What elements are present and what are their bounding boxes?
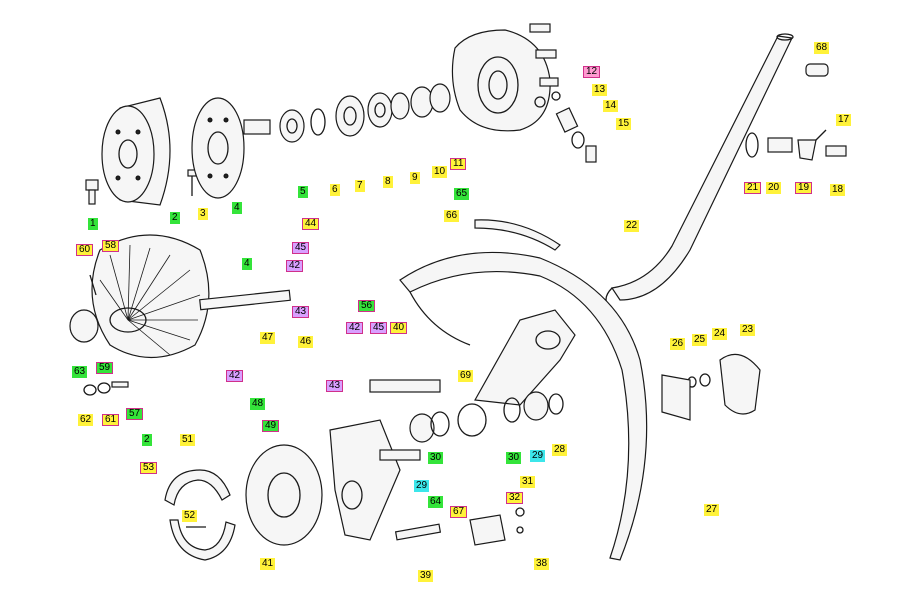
- label-9: 9: [410, 172, 420, 184]
- label-7: 7: [355, 180, 365, 192]
- label-45: 45: [292, 242, 310, 254]
- label-45b: 45: [370, 322, 388, 334]
- axle-shaft: [199, 289, 291, 311]
- label-23: 23: [740, 324, 756, 336]
- lower-linkage: [394, 507, 525, 546]
- label-47: 47: [260, 332, 276, 344]
- label-21: 21: [744, 182, 762, 194]
- label-13: 13: [592, 84, 608, 96]
- label-41: 41: [260, 558, 276, 570]
- label-20: 20: [766, 182, 782, 194]
- label-42: 42: [286, 260, 304, 272]
- label-2: 2: [170, 212, 180, 224]
- label-49: 49: [262, 420, 280, 432]
- label-40: 40: [390, 322, 408, 334]
- label-64: 64: [428, 496, 444, 508]
- label-26: 26: [670, 338, 686, 350]
- label-11: 11: [450, 158, 467, 170]
- label-53: 53: [140, 462, 158, 474]
- label-66: 66: [444, 210, 460, 222]
- label-63: 63: [72, 366, 88, 378]
- mudguard-bracket: [474, 219, 561, 251]
- hub-housing: [451, 23, 559, 132]
- label-60: 60: [76, 244, 94, 256]
- bearing-stack: [279, 83, 451, 143]
- label-68: 68: [814, 42, 830, 54]
- label-43: 43: [292, 306, 310, 318]
- label-18: 18: [830, 184, 846, 196]
- label-2b: 2: [142, 434, 152, 446]
- label-5: 5: [298, 186, 308, 198]
- label-32: 32: [506, 492, 524, 504]
- hub-flange: [191, 97, 271, 199]
- label-4: 4: [232, 202, 242, 214]
- label-48: 48: [250, 398, 266, 410]
- tube-fittings: [745, 63, 847, 161]
- label-67: 67: [450, 506, 468, 518]
- small-fittings-12-15: [551, 91, 597, 163]
- label-69: 69: [458, 370, 474, 382]
- small-bolt: [187, 169, 197, 196]
- mudguard: [399, 251, 648, 561]
- label-59: 59: [96, 362, 114, 374]
- brake-drum: [101, 97, 171, 206]
- label-52: 52: [182, 510, 198, 522]
- label-62: 62: [78, 414, 94, 426]
- label-14: 14: [603, 100, 619, 112]
- label-42c: 42: [346, 322, 364, 334]
- steering-tube: [605, 33, 794, 311]
- fork-leg: [329, 419, 421, 541]
- small-parts-left: [83, 274, 129, 396]
- label-58: 58: [102, 240, 120, 252]
- shock-mount: [661, 353, 761, 421]
- label-3: 3: [198, 208, 208, 220]
- label-22: 22: [624, 220, 640, 232]
- backing-plate: [245, 444, 323, 546]
- label-65: 65: [454, 188, 470, 200]
- dust-cap: [69, 309, 99, 343]
- label-15: 15: [616, 118, 632, 130]
- label-51: 51: [180, 434, 196, 446]
- label-39: 39: [418, 570, 434, 582]
- label-25: 25: [692, 334, 708, 346]
- pivot-shaft: [369, 379, 441, 393]
- label-19: 19: [795, 182, 813, 194]
- label-24: 24: [712, 328, 728, 340]
- label-12: 12: [583, 66, 601, 78]
- label-31: 31: [520, 476, 536, 488]
- label-17: 17: [836, 114, 852, 126]
- label-46: 46: [298, 336, 314, 348]
- label-38: 38: [534, 558, 550, 570]
- roller-bearing: [409, 391, 564, 443]
- label-43b: 43: [326, 380, 344, 392]
- label-27: 27: [704, 504, 720, 516]
- label-1: 1: [88, 218, 98, 230]
- brake-shoes: [164, 469, 236, 561]
- wheel-stud: [85, 179, 99, 205]
- label-30: 30: [506, 452, 522, 464]
- label-28: 28: [552, 444, 568, 456]
- swing-arm: [457, 309, 576, 437]
- label-8: 8: [383, 176, 393, 188]
- label-42b: 42: [226, 370, 244, 382]
- brake-plate-finned: [91, 234, 210, 359]
- label-57: 57: [126, 408, 144, 420]
- label-30b: 30: [428, 452, 444, 464]
- label-44: 44: [302, 218, 320, 230]
- label-61: 61: [102, 414, 120, 426]
- label-6: 6: [330, 184, 340, 196]
- label-10: 10: [432, 166, 448, 178]
- label-29: 29: [530, 450, 546, 462]
- label-56: 56: [358, 300, 376, 312]
- label-4b: 4: [242, 258, 252, 270]
- label-29b: 29: [414, 480, 430, 492]
